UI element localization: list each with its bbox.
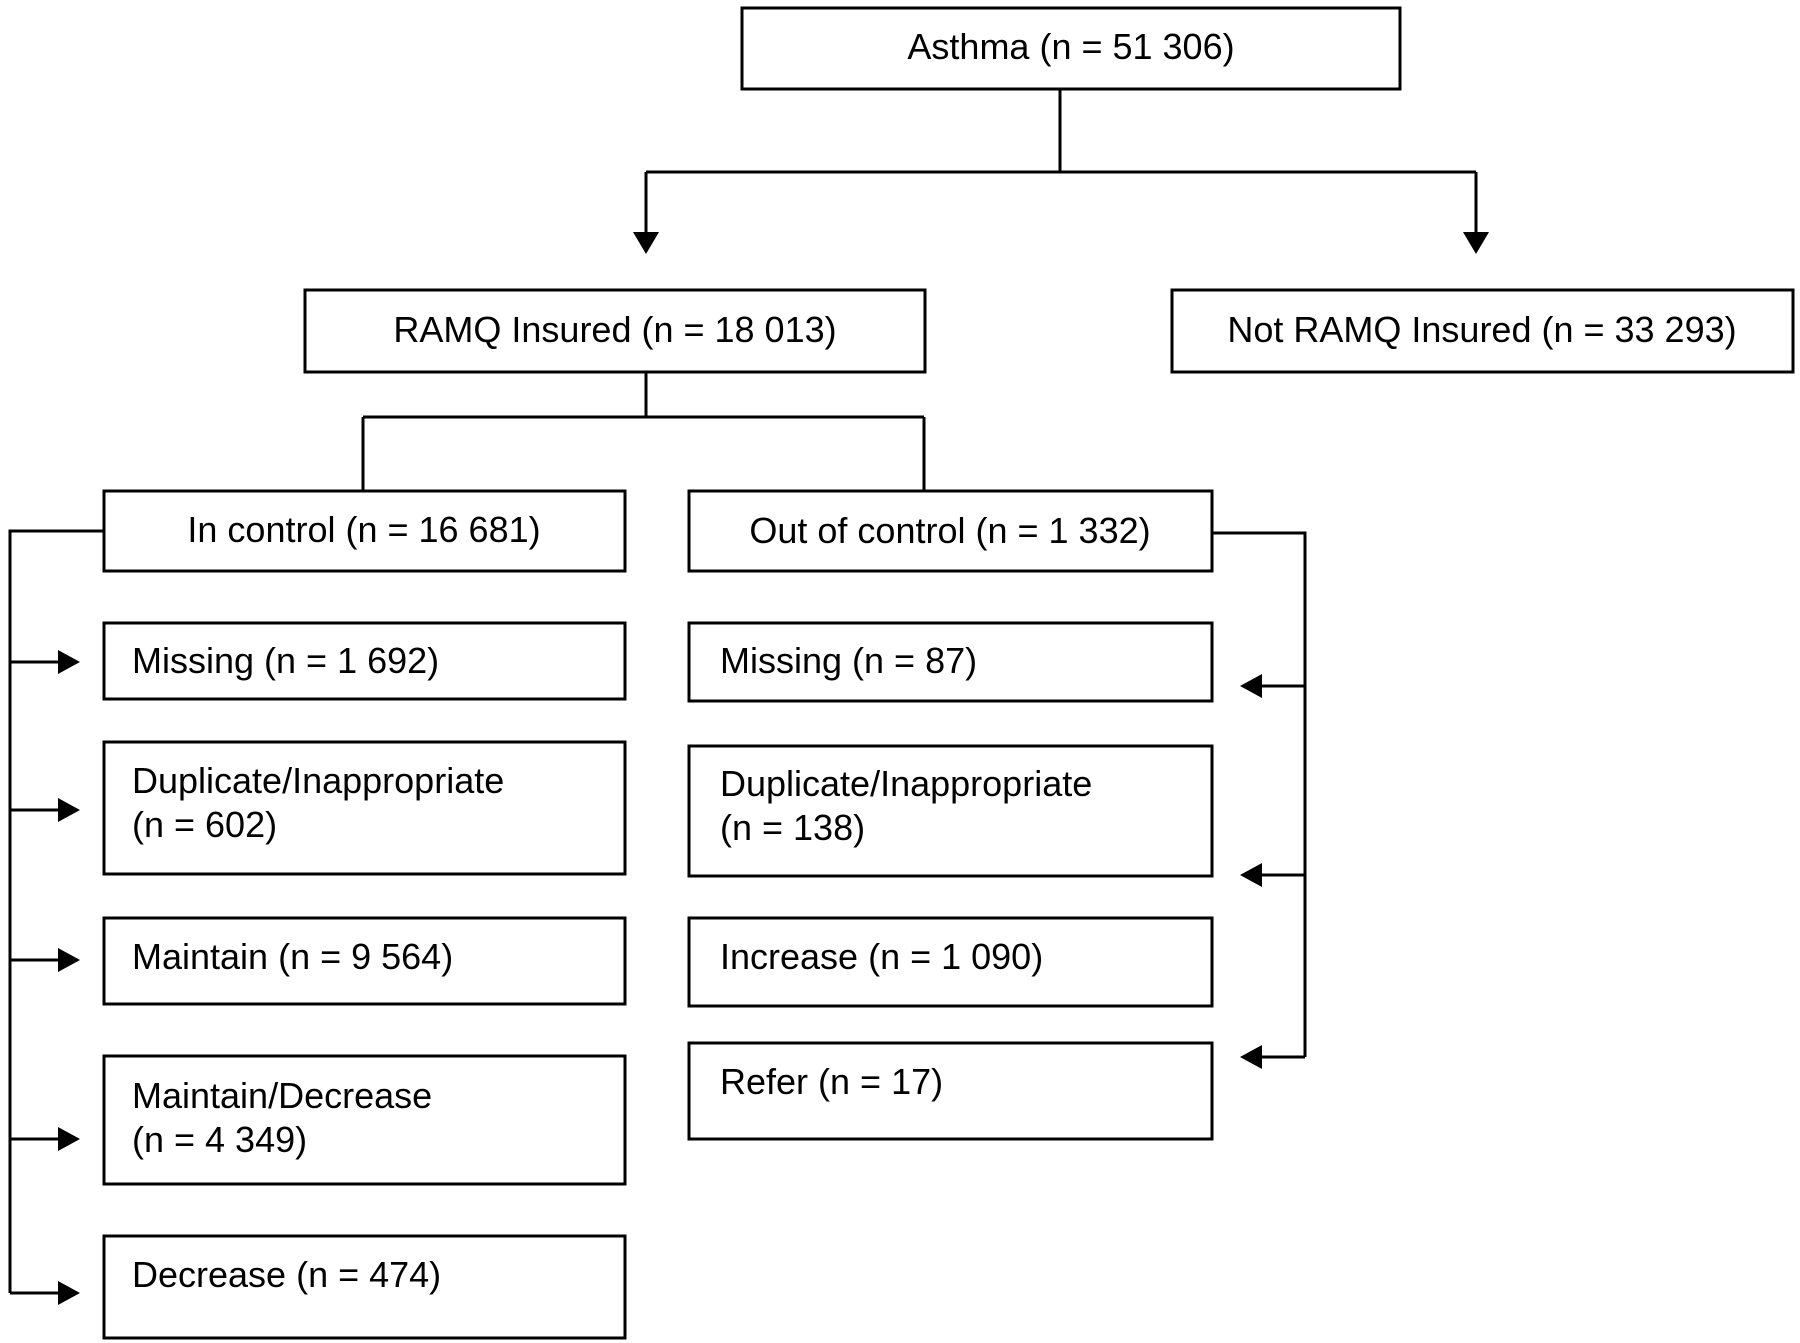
arrow-to-out-duplicate	[1240, 863, 1262, 887]
node-out-duplicate-text: Duplicate/Inappropriate(n = 138)	[720, 763, 1092, 848]
node-asthma-text: Asthma (n = 51 306)	[907, 26, 1234, 67]
connector-ramq-split	[361, 372, 926, 491]
node-in-missing: Missing (n = 1 692)	[102, 621, 627, 701]
arrow-to-in-decrease	[58, 1281, 80, 1305]
node-out-missing-text: Missing (n = 87)	[720, 640, 977, 681]
node-out-increase-text: Increase (n = 1 090)	[720, 936, 1043, 977]
node-out-refer-text: Refer (n = 17)	[720, 1061, 943, 1102]
node-in-control: In control (n = 16 681)	[102, 489, 627, 573]
node-asthma: Asthma (n = 51 306)	[740, 6, 1402, 91]
arrow-to-not-ramq-insured	[1463, 232, 1489, 254]
node-ramq-insured-text: RAMQ Insured (n = 18 013)	[393, 309, 836, 350]
arrow-to-in-maintain	[58, 948, 80, 972]
connector-in-control-bracket	[8, 529, 104, 1295]
node-out-refer: Refer (n = 17)	[687, 1041, 1214, 1141]
node-in-maintain-text: Maintain (n = 9 564)	[132, 936, 453, 977]
node-not-ramq-insured: Not RAMQ Insured (n = 33 293)	[1170, 288, 1795, 374]
arrow-to-in-duplicate	[58, 798, 80, 822]
node-not-ramq-insured-text: Not RAMQ Insured (n = 33 293)	[1227, 309, 1736, 350]
node-out-missing: Missing (n = 87)	[687, 621, 1214, 703]
arrow-to-in-missing	[58, 650, 80, 674]
node-in-missing-text: Missing (n = 1 692)	[132, 640, 439, 681]
node-in-decrease: Decrease (n = 474)	[102, 1234, 627, 1340]
arrow-to-out-missing	[1240, 674, 1262, 698]
connector-asthma-split	[644, 89, 1478, 232]
arrow-to-in-maintain-decrease	[58, 1127, 80, 1151]
node-ramq-insured: RAMQ Insured (n = 18 013)	[303, 288, 927, 374]
node-in-duplicate: Duplicate/Inappropriate(n = 602)	[102, 740, 627, 876]
node-in-control-text: In control (n = 16 681)	[187, 509, 540, 550]
node-in-duplicate-text: Duplicate/Inappropriate(n = 602)	[132, 760, 504, 845]
node-in-maintain-decrease: Maintain/Decrease(n = 4 349)	[102, 1054, 627, 1186]
node-in-maintain: Maintain (n = 9 564)	[102, 916, 627, 1006]
node-in-maintain-decrease-text: Maintain/Decrease(n = 4 349)	[132, 1075, 432, 1160]
node-out-of-control-text: Out of control (n = 1 332)	[749, 510, 1150, 551]
arrow-to-out-refer	[1240, 1045, 1262, 1069]
connectors	[8, 89, 1489, 1305]
node-out-increase: Increase (n = 1 090)	[687, 916, 1214, 1008]
node-in-decrease-text: Decrease (n = 474)	[132, 1254, 441, 1295]
node-out-duplicate: Duplicate/Inappropriate(n = 138)	[687, 744, 1214, 878]
node-out-of-control: Out of control (n = 1 332)	[687, 489, 1214, 573]
connector-out-of-control-bracket	[1212, 531, 1307, 1059]
arrow-to-ramq-insured	[633, 232, 659, 254]
